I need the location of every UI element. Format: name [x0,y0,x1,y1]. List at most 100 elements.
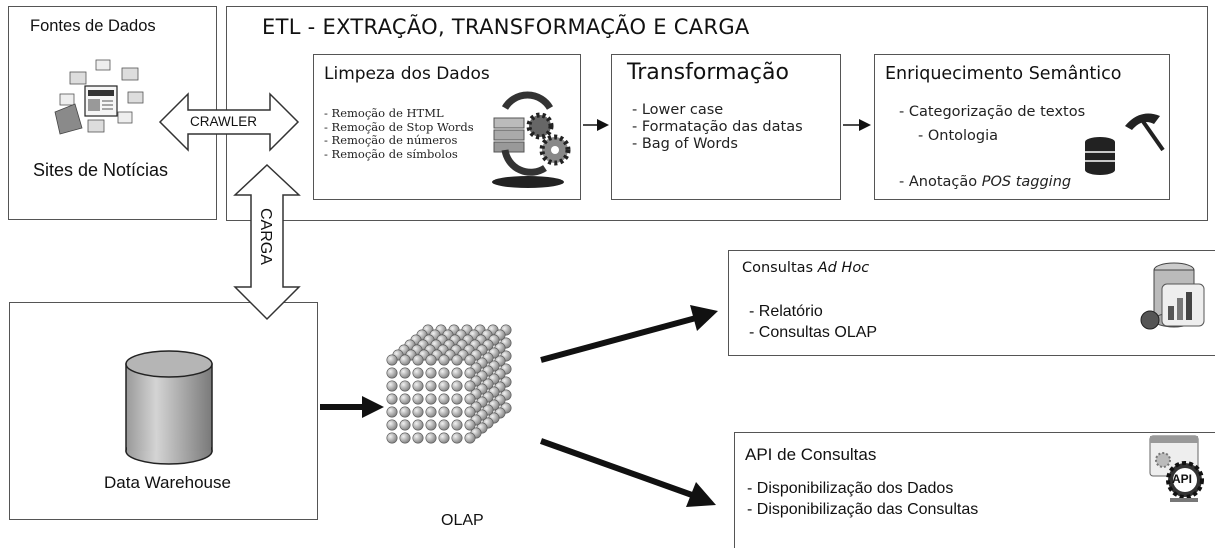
cube-sphere [412,393,424,405]
cube-sphere [451,354,463,366]
carga-double-arrow [233,163,301,321]
cube-sphere [438,380,450,392]
cube-sphere [399,393,411,405]
cube-sphere [399,380,411,392]
list-item: - Disponibilização das Consultas [747,501,979,518]
cube-sphere [464,406,476,418]
adhoc-title-prefix: Consultas [742,260,818,276]
pos-prefix: - Anotação [899,174,982,190]
list-item: - Consultas OLAP [749,324,878,341]
list-item: - Disponibilização dos Dados [747,480,954,497]
cube-sphere [464,367,476,379]
cube-sphere [386,367,398,379]
cube-sphere [425,354,437,366]
list-item: - Formatação das datas [632,119,803,135]
cube-sphere [425,393,437,405]
cube-sphere [451,367,463,379]
sources-subtitle: Sites de Notícias [33,160,169,180]
crawler-double-arrow [158,92,300,152]
adhoc-box [728,250,1215,356]
cleaning-title: Limpeza dos Dados [324,64,490,84]
cube-sphere [451,380,463,392]
enrichment-item-ontology: - Ontologia [918,128,999,144]
transformation-list: - Lower case - Formatação das datas - Ba… [632,102,803,153]
enrichment-box [874,54,1170,200]
cube-sphere [425,367,437,379]
news-sites-icon [54,59,144,135]
list-item: - Remoção de números [324,133,458,147]
cube-sphere [464,393,476,405]
cube-sphere [464,380,476,392]
cube-sphere [399,419,411,431]
list-item: - Relatório [749,303,823,320]
database-hammer-icon [1085,113,1165,175]
api-title: API de Consultas [745,445,877,464]
list-item: - Remoção de Stop Words [324,119,474,134]
cube-sphere [399,406,411,418]
cube-sphere [412,432,424,444]
cube-sphere [412,419,424,431]
olap-label: OLAP [441,512,484,529]
cube-sphere [438,432,450,444]
pos-tagging-text: POS tagging [981,174,1072,190]
cube-sphere [451,419,463,431]
cube-sphere [451,406,463,418]
api-list: - Disponibilização dos Dados - Disponibi… [747,478,978,520]
cube-sphere [399,367,411,379]
cube-sphere [438,354,450,366]
cube-sphere [451,432,463,444]
cube-sphere [464,419,476,431]
cube-sphere [425,380,437,392]
transformation-title: Transformação [627,60,789,85]
gears-icon [492,91,571,188]
cube-sphere [399,432,411,444]
transformation-box [611,54,841,200]
list-item: - Remoção de símbolos [324,146,458,161]
warehouse-label: Data Warehouse [104,473,231,492]
api-box [734,432,1215,548]
list-item: - Lower case [632,102,724,118]
olap-cube-icon [386,324,512,444]
cube-sphere [425,419,437,431]
cube-sphere [438,367,450,379]
carga-label: CARGA [257,208,274,265]
cube-sphere [386,432,398,444]
cube-sphere [412,354,424,366]
enrichment-item-pos: - Anotação POS tagging [899,174,1071,190]
sources-title: Fontes de Dados [30,17,156,35]
enrichment-title: Enriquecimento Semântico [885,64,1122,84]
cube-sphere [386,393,398,405]
cleaning-list: - Remoção de HTML - Remoção de Stop Word… [324,106,474,161]
warehouse-to-olap-arrow [320,396,384,418]
cube-sphere [386,380,398,392]
cube-sphere [451,393,463,405]
api-icon [1149,435,1204,502]
etl-title: ETL - EXTRAÇÃO, TRANSFORMAÇÃO E CARGA [262,15,750,39]
list-item: - Bag of Words [632,136,738,152]
cube-sphere [386,354,398,366]
report-database-icon [1140,262,1205,330]
cube-sphere [464,432,476,444]
list-item: - Remoção de HTML [324,106,444,120]
cube-sphere [412,406,424,418]
olap-to-api-arrow [539,438,716,507]
adhoc-list: - Relatório - Consultas OLAP [749,301,877,343]
cube-sphere [425,406,437,418]
cube-sphere [425,432,437,444]
enrichment-item-categorization: - Categorização de textos [899,104,1086,120]
cube-sphere [386,419,398,431]
cube-sphere [438,406,450,418]
cube-sphere [412,367,424,379]
cube-sphere [412,380,424,392]
api-icon-text: API [1172,472,1193,486]
cube-sphere [438,419,450,431]
adhoc-title-em: Ad Hoc [817,260,870,276]
cube-sphere [386,406,398,418]
olap-to-adhoc-arrow [540,305,718,363]
warehouse-cylinder-icon [125,350,213,465]
crawler-label: CRAWLER [190,114,258,129]
cube-sphere [464,354,476,366]
adhoc-title: Consultas Ad Hoc [742,260,869,276]
cube-sphere [438,393,450,405]
